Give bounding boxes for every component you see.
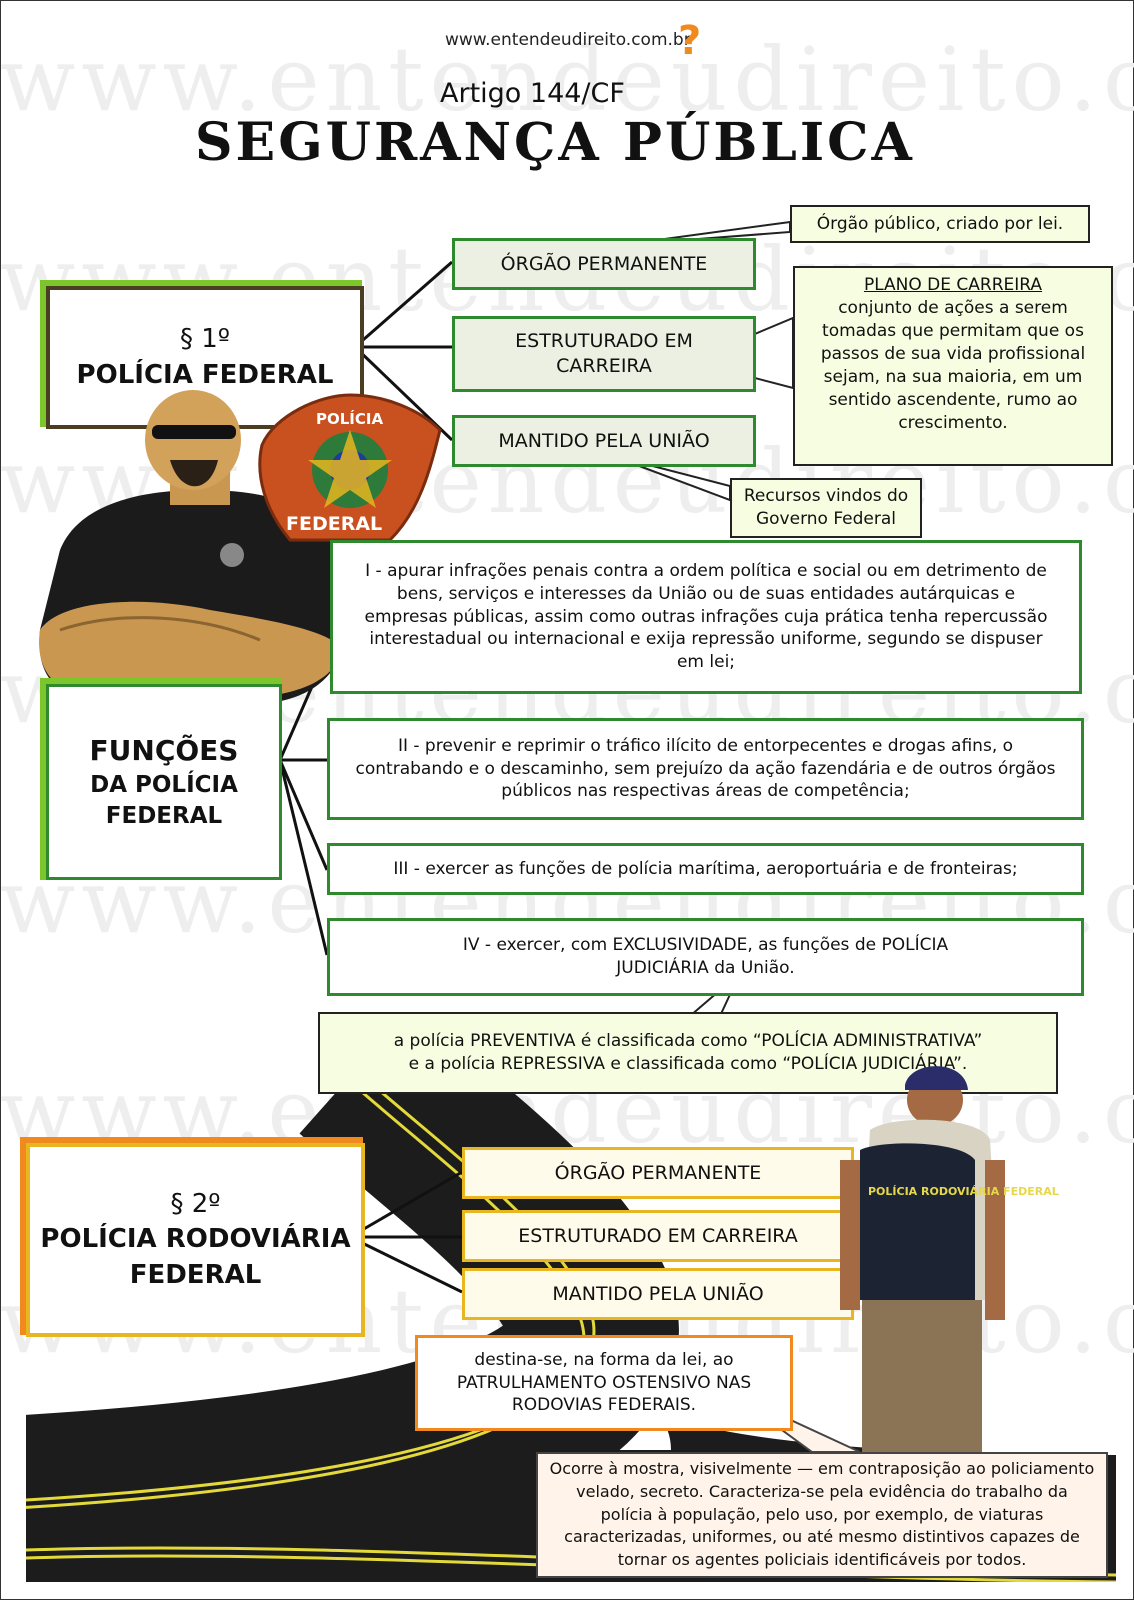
note-preventiva-repressiva: a polícia PREVENTIVA é classificada como… (318, 1012, 1058, 1094)
pf-section-number: § 1º (179, 324, 231, 355)
badge-top-text: POLÍCIA (316, 409, 383, 428)
note-orgao: Órgão público, criado por lei. (790, 205, 1090, 243)
note-uniao: Recursos vindos do Governo Federal (730, 478, 922, 538)
funcoes-subtitle: DA POLÍCIA FEDERAL (90, 771, 238, 829)
prf-section-frame: § 2º POLÍCIA RODOVIÁRIA FEDERAL (20, 1137, 365, 1337)
pf-feature-carreira: ESTRUTURADO EM CARREIRA (452, 316, 756, 392)
prf-feature-carreira: ESTRUTURADO EM CARREIRA (462, 1210, 854, 1262)
pf-feature-uniao: MANTIDO PELA UNIÃO (452, 415, 756, 467)
vest-text: POLÍCIA RODOVIÁRIA FEDERAL (868, 1185, 1059, 1198)
pf-section-name: POLÍCIA FEDERAL (76, 359, 334, 390)
prf-section-number: § 2º (170, 1189, 221, 1220)
note-plano-carreira: PLANO DE CARREIRA conjunto de ações a se… (793, 266, 1113, 466)
pf-section-frame: § 1º POLÍCIA FEDERAL (40, 280, 364, 429)
badge-bottom-text: FEDERAL (286, 513, 382, 535)
prf-section-name: POLÍCIA RODOVIÁRIA FEDERAL (40, 1224, 351, 1290)
funcoes-box: FUNÇÕES DA POLÍCIA FEDERAL (46, 684, 282, 880)
site-url: www.entendeudireito.com.br (445, 30, 691, 50)
article-heading: Artigo 144/CF (440, 78, 625, 109)
note-ostensivo: Ocorre à mostra, visivelmente — em contr… (536, 1452, 1108, 1578)
question-mark-logo: ? (678, 18, 702, 64)
note-plano-carreira-title: PLANO DE CARREIRA (863, 275, 1043, 295)
prf-section-box: § 2º POLÍCIA RODOVIÁRIA FEDERAL (26, 1143, 365, 1337)
funcoes-frame: FUNÇÕES DA POLÍCIA FEDERAL (40, 678, 282, 880)
prf-destina-box: destina-se, na forma da lei, ao PATRULHA… (415, 1335, 793, 1431)
prf-feature-orgao: ÓRGÃO PERMANENTE (462, 1147, 854, 1199)
funcao-item-2: II - prevenir e reprimir o tráfico ilíci… (327, 718, 1084, 820)
note-plano-carreira-text: conjunto de ações a serem tomadas que pe… (820, 297, 1086, 433)
funcoes-title: FUNÇÕES (89, 734, 239, 768)
funcao-item-3: III - exercer as funções de polícia marí… (327, 843, 1084, 895)
prf-feature-uniao: MANTIDO PELA UNIÃO (462, 1268, 854, 1320)
page-title: SEGURANÇA PÚBLICA (195, 112, 915, 173)
funcao-item-4: IV - exercer, com EXCLUSIVIDADE, as funç… (327, 918, 1084, 996)
note-repressiva-line: e a polícia REPRESSIVA e classificada co… (408, 1054, 968, 1074)
watermark: www.entendeudireito.com.br (0, 28, 1134, 131)
funcao-item-1: I - apurar infrações penais contra a ord… (330, 540, 1082, 694)
note-preventiva-line: a polícia PREVENTIVA é classificada como… (393, 1031, 983, 1052)
pf-feature-orgao: ÓRGÃO PERMANENTE (452, 238, 756, 290)
